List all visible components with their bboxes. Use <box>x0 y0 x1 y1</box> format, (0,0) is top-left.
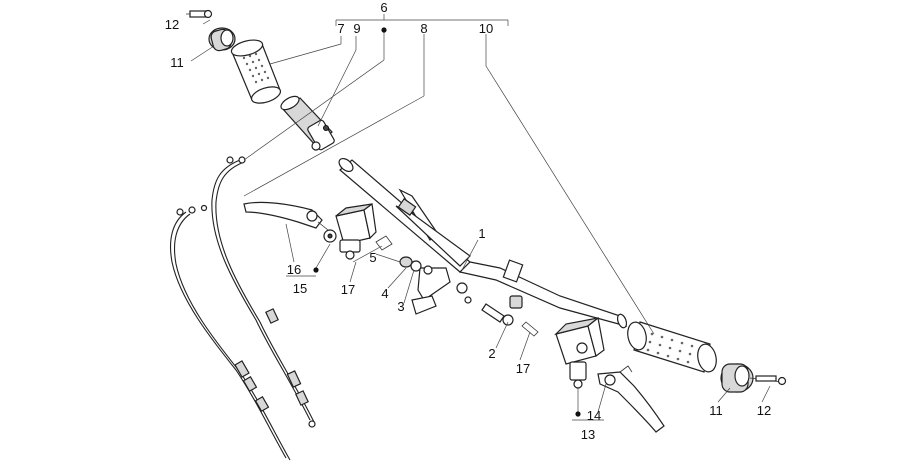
bolt-2 <box>481 295 523 326</box>
right-brake-lever <box>597 365 665 433</box>
throttle-sleeve <box>280 95 335 151</box>
callout-11-top: 11 <box>170 55 184 70</box>
callout-10: 10 <box>479 21 493 36</box>
leader-lines <box>190 19 771 421</box>
left-master-cylinder <box>335 202 377 260</box>
callout-12-right: 12 <box>757 403 771 418</box>
right-grip-end-screw-12 <box>749 375 787 386</box>
group-bracket-6 <box>335 14 509 26</box>
callout-17-right: 17 <box>516 361 530 376</box>
callout-1: 1 <box>478 226 485 241</box>
callout-15: 15 <box>293 281 307 296</box>
spring-clip-17-right <box>521 321 539 337</box>
right-master-cylinder <box>554 316 605 389</box>
right-grip-end-weight-11 <box>720 363 754 393</box>
right-grip-rubber <box>627 321 717 373</box>
callout-4: 4 <box>381 286 388 301</box>
left-grip-rubber <box>230 39 282 104</box>
bullet-dots <box>313 27 581 417</box>
callout-3: 3 <box>397 299 404 314</box>
callout-16: 16 <box>287 262 301 277</box>
left-brake-lever <box>243 201 337 243</box>
callout-14: 14 <box>587 408 601 423</box>
callout-13: 13 <box>581 427 595 442</box>
callout-12-top: 12 <box>165 17 179 32</box>
left-grip-end-weight-11 <box>208 27 236 52</box>
throttle-cable-2 <box>169 204 291 461</box>
callout-8: 8 <box>420 21 427 36</box>
callout-17-left: 17 <box>341 282 355 297</box>
callout-2: 2 <box>488 346 495 361</box>
callout-11-right: 11 <box>709 403 723 418</box>
washers-3-4-5 <box>399 256 433 275</box>
left-grip-end-screw-12 <box>186 9 213 19</box>
callout-5: 5 <box>369 250 376 265</box>
callout-7: 7 <box>337 21 344 36</box>
throttle-cable-1 <box>211 156 316 428</box>
callout-6: 6 <box>380 0 387 15</box>
callout-9: 9 <box>353 21 360 36</box>
handlebar-frame <box>338 157 628 329</box>
